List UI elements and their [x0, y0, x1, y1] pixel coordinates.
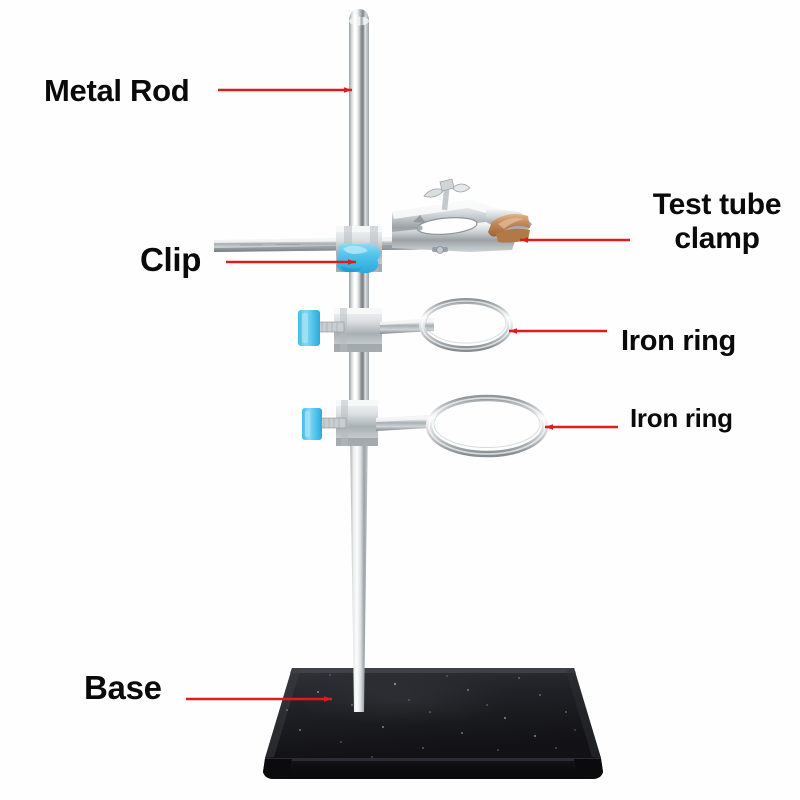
label-clip: Clip	[140, 241, 202, 278]
iron-ring-upper-assembly	[298, 298, 513, 352]
label-iron-ring-lower: Iron ring	[630, 403, 733, 433]
ring-knob-upper	[298, 310, 320, 346]
leader-lines	[186, 88, 630, 701]
clamp-body	[392, 178, 532, 254]
label-test-tube-clamp: Test tube clamp	[632, 188, 800, 255]
leader-line-arrowheads	[324, 87, 553, 702]
label-base: Base	[84, 669, 162, 706]
test-tube-clamp-assembly	[214, 178, 532, 274]
label-iron-ring-upper: Iron ring	[621, 325, 736, 357]
clip	[336, 243, 381, 274]
iron-ring-lower-assembly	[302, 394, 549, 458]
stand-base	[263, 668, 603, 779]
metal-rod	[349, 9, 369, 712]
label-metal-rod: Metal Rod	[44, 73, 190, 108]
label-test-tube-clamp-line1: Test tube	[652, 188, 782, 221]
label-test-tube-clamp-line2: clamp	[674, 221, 760, 255]
